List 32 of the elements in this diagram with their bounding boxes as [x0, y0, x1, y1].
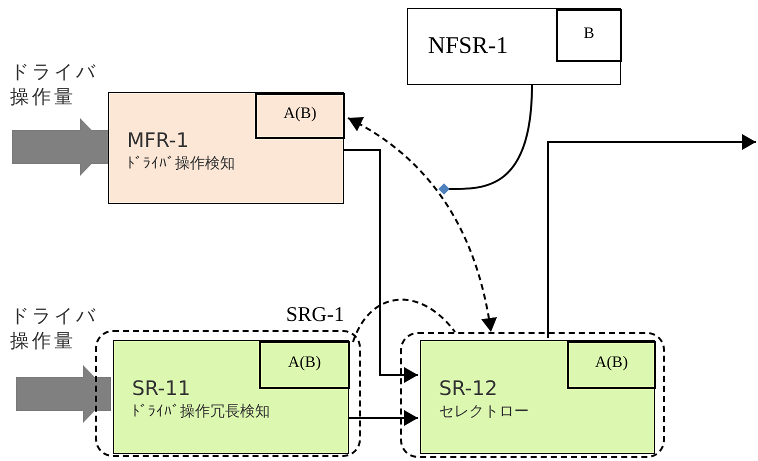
- group-outline: [95, 330, 361, 457]
- tag-box: [556, 9, 622, 62]
- node-title: B: [582, 24, 596, 43]
- input-label: ドライバ操作量: [10, 60, 99, 110]
- input-arrow: [12, 118, 108, 176]
- input-arrow: [16, 365, 111, 423]
- tag-box: [255, 93, 345, 139]
- group-link: [352, 298, 456, 342]
- process-box: [420, 340, 655, 454]
- node-title: SR-12: [439, 377, 498, 400]
- process-box: [407, 8, 621, 85]
- node-title: A(B): [287, 354, 322, 372]
- node-description: ﾄﾞﾗｲﾊﾞ操作検知: [127, 155, 235, 172]
- node-description: セレクトロー: [439, 403, 529, 420]
- arrow: [347, 410, 418, 426]
- arrow: [348, 117, 497, 332]
- arrow: [547, 134, 756, 338]
- node-description: ﾄﾞﾗｲﾊﾞ操作冗長検知: [132, 403, 270, 420]
- input-label: ドライバ操作量: [10, 304, 99, 354]
- process-box: [108, 92, 344, 204]
- tag-box: [259, 341, 350, 389]
- node-title: MFR-1: [127, 129, 189, 152]
- tag-box: [567, 341, 656, 389]
- node-title: A(B): [282, 105, 318, 124]
- arrow: [344, 149, 418, 383]
- junction-marker: [438, 183, 450, 195]
- process-box: [113, 340, 349, 454]
- node-title: A(B): [594, 354, 629, 372]
- group-outline: [400, 332, 665, 458]
- node-title: SR-11: [132, 377, 190, 400]
- connector-line: [448, 84, 533, 190]
- node-title: NFSR-1: [428, 33, 508, 61]
